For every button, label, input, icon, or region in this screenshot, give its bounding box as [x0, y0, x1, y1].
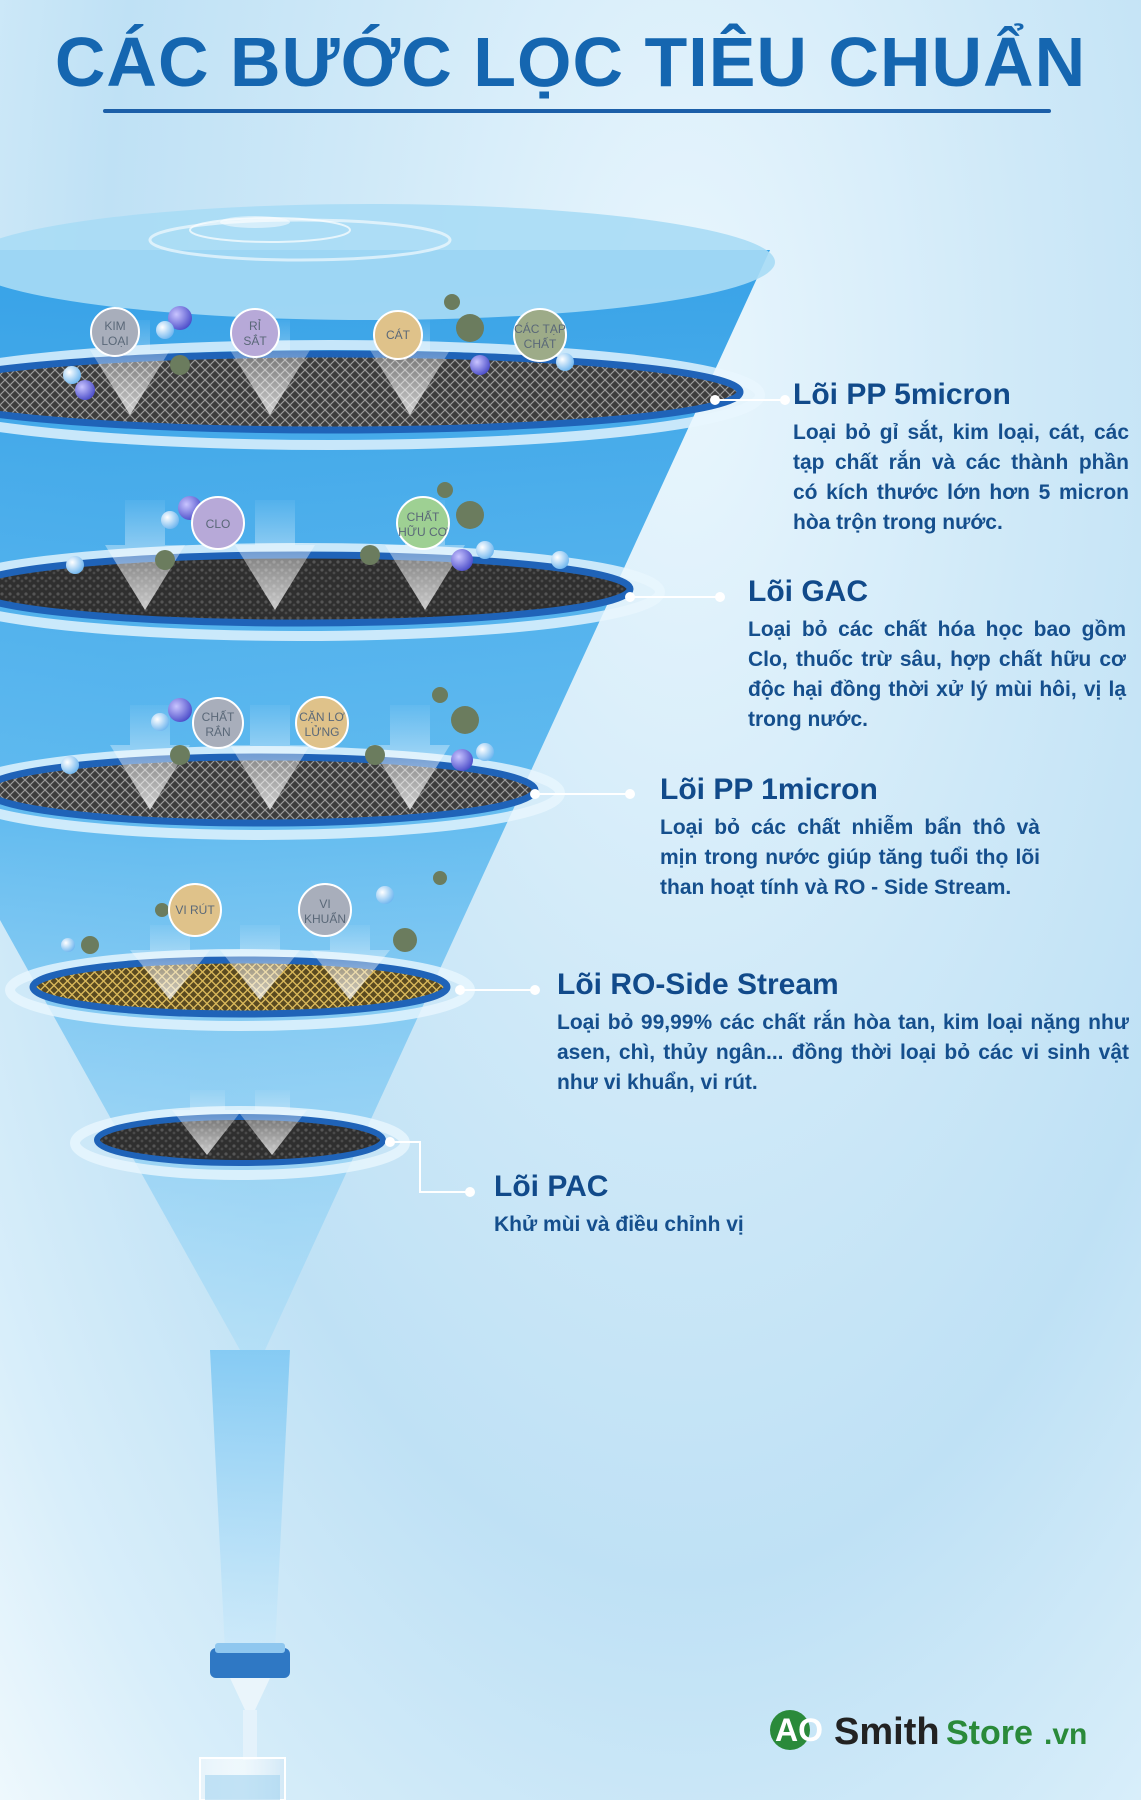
step-connectors	[385, 395, 790, 1197]
contaminant-chat-ran: CHẤT RẮN	[192, 697, 244, 749]
svg-text:LOẠI: LOẠI	[101, 334, 128, 348]
svg-text:CLO: CLO	[206, 517, 231, 531]
svg-text:.vn: .vn	[1044, 1718, 1087, 1751]
svg-text:KHUẨN: KHUẨN	[304, 911, 346, 926]
svg-text:CẶN LƠ: CẶN LƠ	[299, 709, 345, 724]
contaminant-cat: CÁT	[373, 310, 423, 360]
step-title: Lõi RO-Side Stream	[557, 968, 839, 1001]
svg-text:HỮU CƠ: HỮU CƠ	[398, 524, 449, 539]
svg-text:LỬNG: LỬNG	[305, 724, 340, 739]
water-surface	[0, 204, 775, 320]
contaminant-clo: CLO	[191, 496, 245, 550]
step-title: Lõi PP 1micron	[660, 773, 878, 806]
brand-logo: AO Smith Store .vn	[770, 1710, 1087, 1753]
step-pac: Lõi PAC Khử mùi và điều chỉnh vị	[494, 1170, 894, 1240]
contaminant-cac-tap-chat: CÁC TẠP CHẤT	[513, 308, 567, 362]
svg-text:RẮN: RẮN	[205, 724, 230, 739]
title-underline	[103, 109, 1051, 113]
step-ro-side-stream: Lõi RO-Side Stream Loại bỏ 99,99% các ch…	[557, 968, 1129, 1098]
svg-text:SẮT: SẮT	[243, 333, 267, 348]
page-title: CÁC BƯỚC LỌC TIÊU CHUẨN	[54, 23, 1087, 101]
step-description: Loại bỏ các chất nhiễm bẩn thô và mịn tr…	[660, 816, 1040, 899]
svg-text:CÁT: CÁT	[386, 327, 411, 342]
svg-text:VI RÚT: VI RÚT	[175, 902, 215, 917]
step-title: Lõi PAC	[494, 1170, 609, 1203]
step-description: Loại bỏ các chất hóa học bao gồm Clo, th…	[748, 618, 1126, 731]
filter-layer-pac	[70, 1106, 410, 1180]
faucet	[210, 1643, 290, 1760]
svg-text:KIM: KIM	[104, 319, 125, 333]
svg-text:AO: AO	[775, 1712, 823, 1748]
contaminant-can-lo-lung: CẶN LƠ LỬNG	[295, 696, 349, 750]
contaminant-vi-rut: VI RÚT	[168, 883, 222, 937]
svg-text:CHẤT: CHẤT	[202, 709, 235, 724]
step-title: Lõi PP 5micron	[793, 378, 1011, 411]
svg-text:VI: VI	[319, 897, 330, 911]
contaminant-vi-khuan: VI KHUẨN	[298, 883, 352, 937]
step-description: Loại bỏ gỉ sắt, kim loại, cát, các tạp c…	[793, 421, 1129, 534]
svg-text:Store: Store	[946, 1714, 1033, 1752]
decorative-particles	[81, 294, 484, 954]
svg-text:CHẤT: CHẤT	[524, 336, 557, 351]
contaminant-chat-huu-co: CHẤT HỮU CƠ	[396, 496, 450, 550]
decorative-bubbles	[61, 306, 574, 952]
step-gac: Lõi GAC Loại bỏ các chất hóa học bao gồm…	[748, 575, 1126, 735]
contaminant-kim-loai: KIM LOẠI	[90, 307, 140, 357]
step-title: Lõi GAC	[748, 575, 868, 608]
contaminant-ri-sat: RỈ SẮT	[230, 308, 280, 358]
water-glass	[199, 1757, 286, 1800]
funnel-stem	[210, 1350, 290, 1650]
step-description: Loại bỏ 99,99% các chất rắn hòa tan, kim…	[557, 1011, 1129, 1094]
svg-text:RỈ: RỈ	[249, 318, 262, 333]
step-pp1micron: Lõi PP 1micron Loại bỏ các chất nhiễm bẩ…	[660, 773, 1040, 903]
svg-text:CÁC TẠP: CÁC TẠP	[514, 321, 566, 336]
step-description: Khử mùi và điều chỉnh vị	[494, 1213, 744, 1236]
svg-text:CHẤT: CHẤT	[407, 509, 440, 524]
svg-text:Smith: Smith	[834, 1711, 940, 1753]
step-pp5micron: Lõi PP 5micron Loại bỏ gỉ sắt, kim loại,…	[793, 378, 1129, 538]
